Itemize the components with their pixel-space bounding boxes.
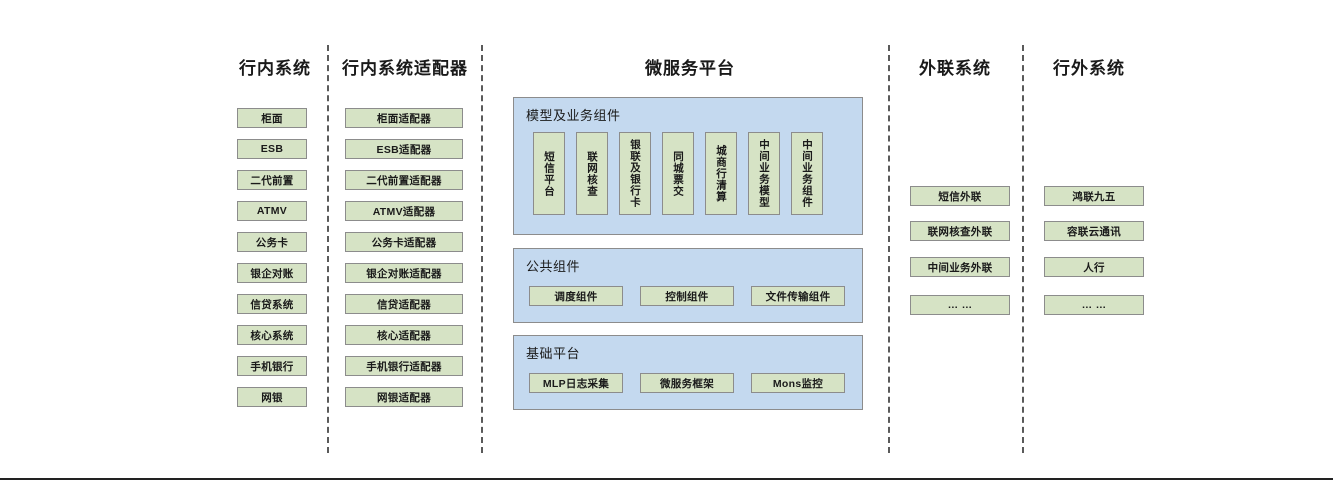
panel-title-model-business-components: 模型及业务组件 (526, 108, 621, 123)
divider-4 (1022, 45, 1024, 453)
list-item[interactable]: 柜面适配器 (345, 108, 463, 128)
list-item[interactable]: 网银 (237, 387, 307, 407)
column-header-microservice-platform: 微服务平台 (645, 59, 735, 78)
column-header-in-bank-adapters: 行内系统适配器 (342, 59, 468, 78)
list-item[interactable]: ESB适配器 (345, 139, 463, 159)
list-item[interactable]: 公务卡适配器 (345, 232, 463, 252)
list-item[interactable]: 信贷适配器 (345, 294, 463, 314)
component-box[interactable]: 城商行清算 (705, 132, 737, 215)
component-box[interactable]: 控制组件 (640, 286, 734, 306)
list-item[interactable]: 公务卡 (237, 232, 307, 252)
list-item[interactable]: 核心系统 (237, 325, 307, 345)
component-box[interactable]: 中间业务组件 (791, 132, 823, 215)
list-item[interactable]: ATMV (237, 201, 307, 221)
component-box[interactable]: 同城票交 (662, 132, 694, 215)
column-header-external-link-systems: 外联系统 (919, 59, 991, 78)
component-box[interactable]: Mons监控 (751, 373, 845, 393)
list-item[interactable]: 银企对账适配器 (345, 263, 463, 283)
component-box[interactable]: 调度组件 (529, 286, 623, 306)
list-item[interactable]: 人行 (1044, 257, 1144, 277)
column-header-out-bank-systems: 行外系统 (1053, 59, 1125, 78)
list-item[interactable]: 手机银行适配器 (345, 356, 463, 376)
list-item[interactable]: 银企对账 (237, 263, 307, 283)
list-item[interactable]: 联网核查外联 (910, 221, 1010, 241)
component-box[interactable]: 短信平台 (533, 132, 565, 215)
divider-1 (327, 45, 329, 453)
list-item[interactable]: 二代前置 (237, 170, 307, 190)
panel-title-public-components: 公共组件 (526, 259, 581, 274)
list-item[interactable]: 网银适配器 (345, 387, 463, 407)
list-item[interactable]: 容联云通讯 (1044, 221, 1144, 241)
list-item[interactable]: 柜面 (237, 108, 307, 128)
list-item[interactable]: ESB (237, 139, 307, 159)
divider-2 (481, 45, 483, 453)
component-box[interactable]: 中间业务模型 (748, 132, 780, 215)
bottom-rule (0, 478, 1333, 480)
list-item[interactable]: … … (910, 295, 1010, 315)
list-item[interactable]: 鸿联九五 (1044, 186, 1144, 206)
list-item[interactable]: … … (1044, 295, 1144, 315)
list-item[interactable]: 信贷系统 (237, 294, 307, 314)
column-header-in-bank-systems: 行内系统 (239, 59, 311, 78)
panel-title-base-platform: 基础平台 (526, 346, 581, 361)
list-item[interactable]: ATMV适配器 (345, 201, 463, 221)
component-box[interactable]: 微服务框架 (640, 373, 734, 393)
component-box[interactable]: 文件传输组件 (751, 286, 845, 306)
panel-public-components: 公共组件 (513, 248, 863, 323)
panel-base-platform: 基础平台 (513, 335, 863, 410)
list-item[interactable]: 核心适配器 (345, 325, 463, 345)
divider-3 (888, 45, 890, 453)
component-box[interactable]: 银联及银行卡 (619, 132, 651, 215)
list-item[interactable]: 手机银行 (237, 356, 307, 376)
component-box[interactable]: 联网核查 (576, 132, 608, 215)
list-item[interactable]: 短信外联 (910, 186, 1010, 206)
list-item[interactable]: 二代前置适配器 (345, 170, 463, 190)
component-box[interactable]: MLP日志采集 (529, 373, 623, 393)
list-item[interactable]: 中间业务外联 (910, 257, 1010, 277)
